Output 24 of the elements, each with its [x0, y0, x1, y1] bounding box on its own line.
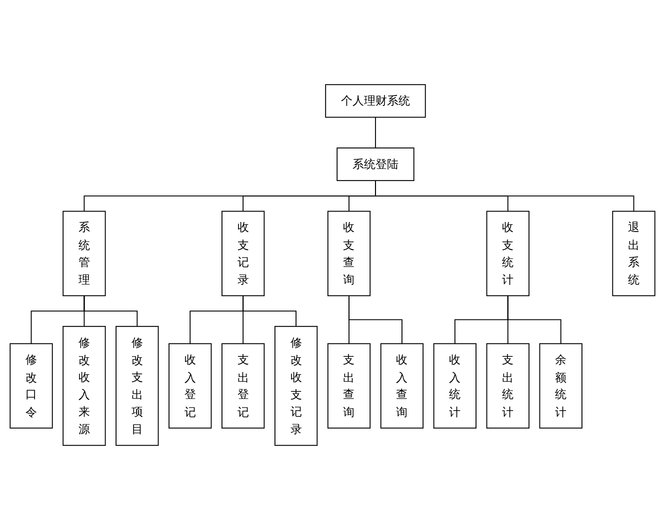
process-box: 支出统计 — [486, 343, 530, 429]
connector-line — [348, 295, 402, 344]
process-box: 收支查询 — [327, 210, 371, 296]
process-box: 收入统计 — [433, 343, 476, 429]
process-box: 修改收支记录 — [274, 326, 318, 446]
process-box: 收入登记 — [168, 343, 212, 429]
process-box: 修改收入来源 — [62, 326, 106, 446]
process-box: 收支统计 — [486, 210, 530, 296]
process-box: 退出系统 — [612, 210, 656, 296]
process-box: 支出登记 — [222, 343, 265, 429]
process-box: 余额统计 — [539, 343, 582, 429]
connector-line — [507, 295, 562, 344]
connector-line — [375, 116, 376, 148]
process-box: 收支记录 — [222, 210, 265, 296]
connector-line — [84, 295, 138, 327]
process-box: 修改支出项目 — [116, 326, 159, 446]
connector-line — [242, 295, 296, 327]
process-box: 支出查询 — [327, 343, 371, 429]
process-box: 收入查询 — [380, 343, 424, 429]
connector-line — [375, 180, 634, 212]
process-box: 系统管理 — [62, 210, 106, 296]
process-box: 系统登陆 — [336, 148, 414, 182]
process-box: 修改口令 — [10, 343, 53, 429]
process-box: 个人理财系统 — [325, 84, 426, 118]
